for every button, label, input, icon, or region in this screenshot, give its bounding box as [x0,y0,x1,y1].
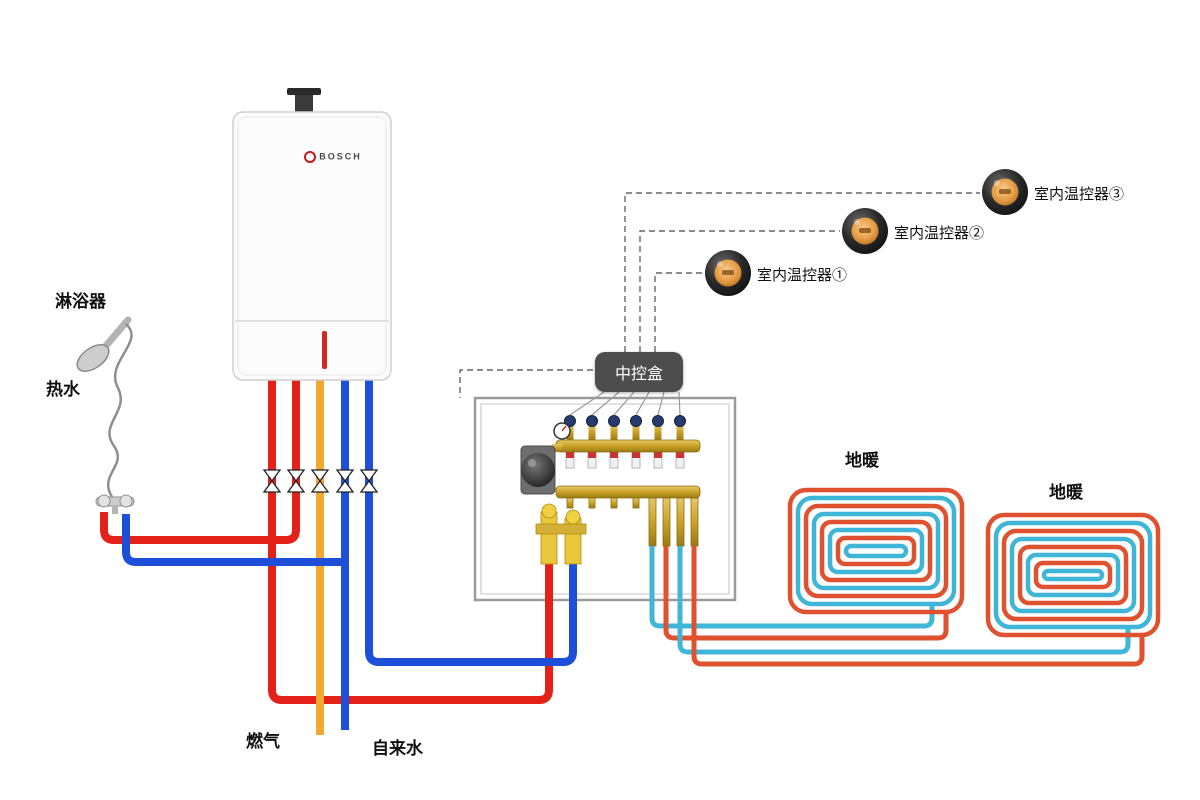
coil-ring [1009,536,1137,614]
manifold-bar-return [555,485,701,499]
flue-cap [287,88,321,95]
floor-loop-feeds [649,546,1145,667]
valve [286,469,306,493]
mixer-handle-hot [97,494,111,508]
control-box: 中控盒 [595,352,683,392]
loop2-supply-line [691,546,1145,667]
pressure-gauge [553,422,571,440]
coil-ring [803,503,949,599]
coil-ring [1025,552,1121,598]
boiler-brand-text: BOSCH [319,151,362,162]
gas-label: 燃气 [246,732,280,751]
floor-heating-label-2: 地暖 [1049,483,1083,502]
shower-hose [106,323,133,498]
tap-water-label: 自来水 [372,739,423,758]
coil-ring [843,543,909,559]
thermostat-wiring [459,192,980,398]
domestic-hot-water-pipe [100,370,300,544]
coil-ring [827,527,925,575]
valve [310,469,330,493]
room-thermostat-1 [705,250,751,296]
thermostat-label-3: 室内温控器③ [1034,186,1125,203]
pipes [100,370,577,735]
valve [262,469,282,493]
tap-water-shower-branch [122,514,345,566]
wire-thermostat-2 [639,230,840,352]
actuator-leads [569,391,681,416]
manifold-cabinet [473,396,737,602]
coil-ring [1017,544,1129,606]
heating-supply-pipe [268,370,553,704]
heating-return-pipe [365,370,577,666]
boiler-logo: BOSCH [288,151,378,163]
shower-handle [100,316,132,352]
coil-ring [811,511,941,591]
coil-ring [1033,560,1113,590]
wire-thermostat-1 [654,272,703,352]
boiler-body [232,111,392,381]
valves [262,469,379,493]
floor-heating-label-1: 地暖 [845,451,879,470]
mixer-handle-cold [119,494,133,508]
manifold-bar-supply [555,439,701,453]
coil-ring [1001,528,1145,622]
thermostat-label-2: 室内温控器② [894,225,985,242]
valve [359,469,379,493]
bosch-emblem-icon [304,151,317,163]
mixing-valve-assembly [535,503,587,565]
shower-head [76,344,110,372]
coil-ring [819,519,933,583]
thermostat-label-1: 室内温控器① [757,267,848,284]
coil-ring [835,535,917,567]
loop1-supply-line [663,546,949,641]
control-box-label: 中控盒 [614,366,663,383]
room-thermostat-3 [982,169,1028,215]
coil-ring [1041,568,1105,582]
mixer-spout [112,505,118,514]
loop1-return-line [649,546,935,629]
coil-ring [795,495,957,607]
flue-pipe [295,95,313,113]
shower [76,316,135,514]
floor-heating-coil-1 [787,487,965,615]
shower-label: 淋浴器 [55,292,106,311]
loop2-return-line [677,546,1131,655]
boiler-indicator [322,331,327,369]
valve [335,469,355,493]
coil-ring [985,512,1161,638]
circulation-pump [520,444,562,495]
manifold-lower-stubs [566,497,640,509]
coil-ring [993,520,1153,630]
wire-thermostat-3 [624,192,980,352]
floor-heating-coil-2 [985,512,1161,638]
coil-ring [787,487,965,615]
room-thermostat-2 [842,208,888,254]
wire-sensor [459,369,593,398]
hot-water-label: 热水 [46,380,80,399]
boiler [232,88,392,381]
